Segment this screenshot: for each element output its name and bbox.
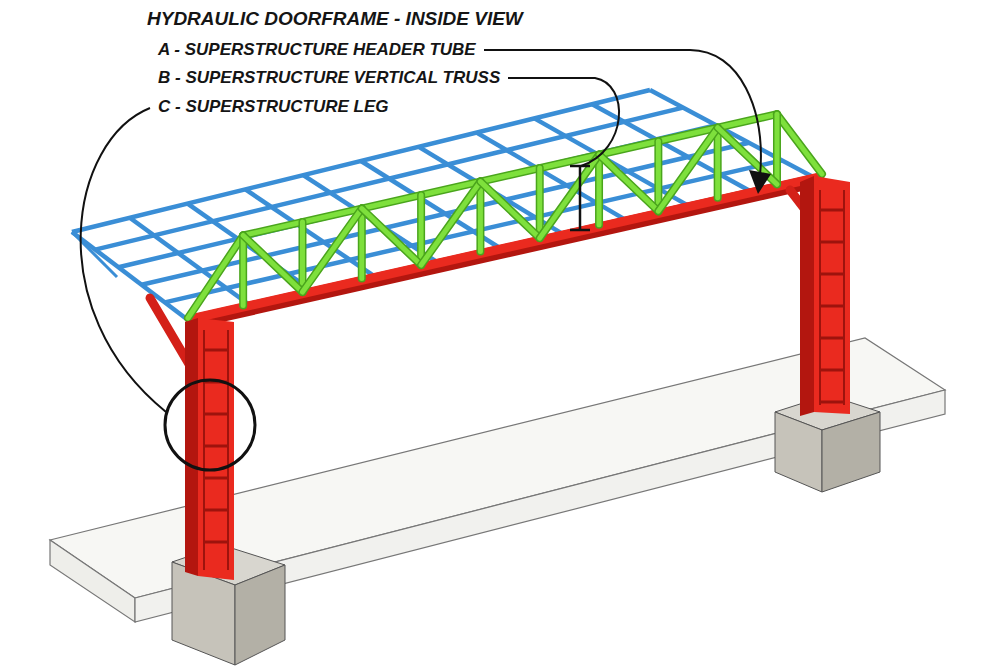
leg-rungs	[820, 190, 844, 405]
truss-member-edge	[239, 235, 247, 305]
truss-member	[715, 128, 720, 198]
leg-rung	[820, 305, 844, 308]
truss-member-edge	[243, 114, 777, 235]
leg-side	[800, 176, 814, 416]
truss-member-edge	[421, 182, 480, 265]
header-face	[186, 176, 824, 320]
truss-member	[419, 195, 424, 265]
slab-side	[50, 540, 135, 622]
truss-member-edge	[362, 209, 421, 266]
truss-member-edge	[188, 235, 243, 318]
header-tube	[186, 176, 824, 323]
truss-member-edge	[302, 209, 361, 292]
truss-member	[480, 182, 539, 239]
leg-rung	[204, 509, 228, 512]
leg-rung	[204, 445, 228, 448]
truss-member-edge	[480, 182, 539, 239]
leader-line	[508, 78, 619, 166]
leg-rung	[820, 241, 844, 244]
arrowhead	[749, 170, 771, 194]
leg-rung	[204, 349, 228, 352]
truss-member-edge	[599, 155, 658, 212]
right-leg	[790, 176, 850, 416]
leg-rung	[204, 413, 228, 416]
leg-rung	[820, 369, 844, 372]
truss-member	[302, 209, 361, 292]
leader-line	[81, 108, 166, 412]
footing-face	[235, 565, 285, 665]
truss-member	[359, 209, 364, 279]
callout-label: A - SUPERSTRUCTURE HEADER TUBE	[158, 40, 476, 60]
truss-member	[774, 114, 779, 184]
leg-rung	[820, 209, 844, 212]
leg-rung	[204, 477, 228, 480]
truss-member	[188, 235, 243, 318]
leg-face	[198, 318, 234, 580]
truss-member	[243, 235, 302, 292]
truss-member	[300, 222, 305, 292]
truss-member	[777, 114, 822, 174]
truss-member-edge	[658, 128, 717, 211]
i-beam-symbol	[570, 166, 590, 230]
leg-face	[814, 176, 850, 414]
i-beam-web	[579, 166, 582, 230]
truss-member	[658, 128, 717, 211]
leg-rail	[819, 190, 821, 405]
truss-member-edge	[773, 114, 781, 184]
i-beam-flange	[570, 229, 590, 232]
truss-member	[599, 155, 658, 212]
truss-member	[243, 114, 777, 235]
detail-circle	[165, 380, 255, 470]
leg-side	[185, 318, 198, 576]
leg-rail	[227, 330, 229, 570]
footing-face	[775, 412, 822, 492]
leg-rung	[820, 273, 844, 276]
canopy-edge	[72, 232, 117, 277]
diagram-title: HYDRAULIC DOORFRAME - INSIDE VIEW	[147, 8, 523, 30]
leg-rung	[820, 401, 844, 404]
truss-member	[241, 235, 246, 305]
leader-line	[484, 50, 761, 176]
leg-rail	[843, 190, 845, 405]
truss-member	[362, 209, 421, 266]
truss-member	[421, 182, 480, 265]
vertical-truss	[188, 114, 822, 318]
footing-face	[822, 412, 880, 492]
leg-rail	[203, 330, 205, 570]
callout-label: C - SUPERSTRUCTURE LEG	[158, 97, 388, 117]
leg-rung	[204, 541, 228, 544]
leader-lines	[81, 50, 771, 470]
i-beam-flange	[570, 165, 590, 168]
truss-member-edge	[777, 114, 822, 174]
truss-member-edge	[243, 235, 302, 292]
truss-member	[540, 155, 599, 238]
leg-rungs	[204, 330, 228, 570]
callout-label: B - SUPERSTRUCTURE VERTICAL TRUSS	[158, 68, 500, 88]
leg-rung	[820, 337, 844, 340]
truss-member	[478, 182, 483, 252]
truss-member	[656, 141, 661, 211]
truss-member-edge	[540, 155, 599, 238]
truss-member	[597, 155, 602, 225]
left-leg	[150, 298, 234, 580]
truss-member	[537, 168, 542, 238]
